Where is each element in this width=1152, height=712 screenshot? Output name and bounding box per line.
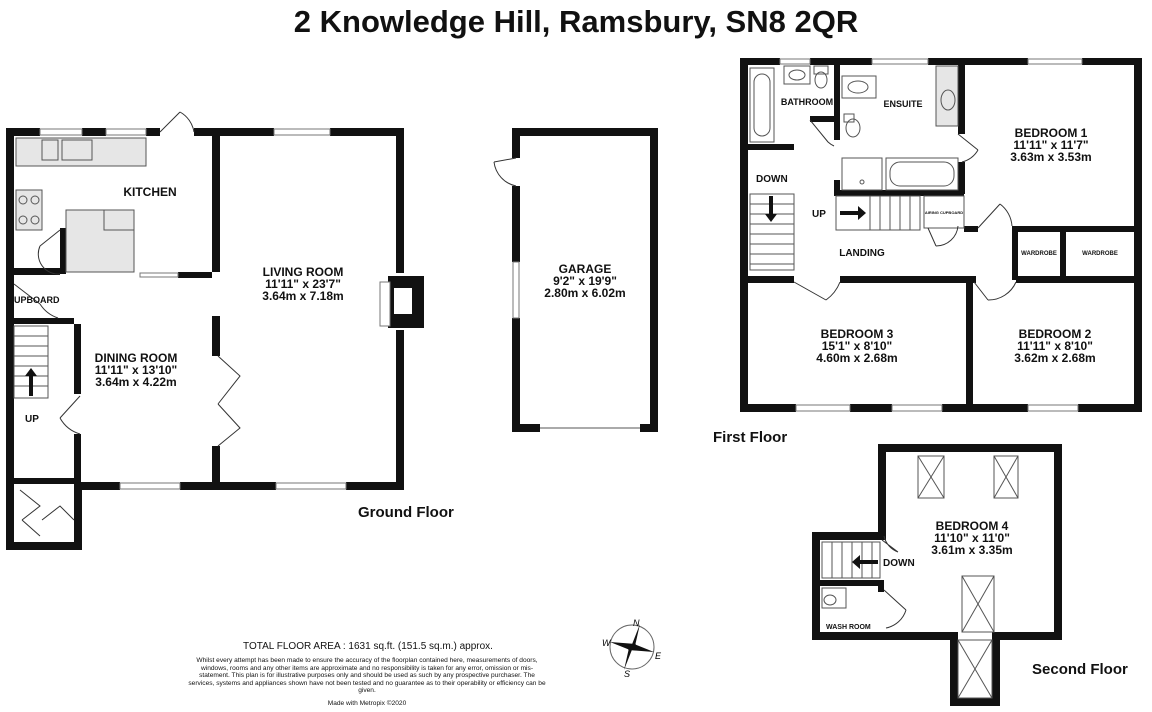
compass-south: S [624,669,630,679]
bedroom4-label: BEDROOM 4 [936,519,1009,533]
wardrobe1-label: WARDROBE [1021,251,1057,257]
ground-floor-plan [6,111,424,550]
second-floor-label: Second Floor [1032,661,1128,678]
first-floor-label: First Floor [713,429,787,446]
ensuite-label: ENSUITE [883,99,922,109]
landing-label: LANDING [839,248,885,259]
bedroom1-metric: 3.63m x 3.53m [1010,150,1091,164]
bedroom4-metric: 3.61m x 3.35m [931,543,1012,557]
page-title: 2 Knowledge Hill, Ramsbury, SN8 2QR [293,4,859,39]
cupboard-label: UPBOARD [14,295,60,305]
bedroom2-label: BEDROOM 2 [1019,327,1092,341]
washroom-label: WASH ROOM [826,624,871,631]
first-stairs-down-label: DOWN [756,174,788,185]
first-floor-plan [740,58,1142,412]
disclaimer-text: Whilst every attempt has been made to en… [188,657,546,695]
dining-room-label: DINING ROOM [95,351,178,365]
bedroom3-imperial: 15'1" x 8'10" [822,339,892,353]
garage-label: GARAGE [559,262,612,276]
bedroom3-label: BEDROOM 3 [821,327,894,341]
living-room-metric: 3.64m x 7.18m [262,289,343,303]
bedroom1-imperial: 11'11" x 11'7" [1013,138,1088,152]
ground-floor-label: Ground Floor [358,504,454,521]
compass-east: E [655,651,662,661]
garage-metric: 2.80m x 6.02m [544,286,625,300]
compass-rose: N E S W [602,618,662,679]
living-room-label: LIVING ROOM [263,265,344,279]
dining-room-imperial: 11'11" x 13'10" [95,363,178,377]
second-floor-plan [812,444,1062,706]
bathroom-label: BATHROOM [781,97,833,107]
garage-plan [493,128,658,432]
first-stairs-up-label: UP [812,209,826,220]
wardrobe2-label: WARDROBE [1082,251,1118,257]
bedroom1-label: BEDROOM 1 [1015,126,1088,140]
dining-room-metric: 3.64m x 4.22m [95,375,176,389]
bedroom3-metric: 4.60m x 2.68m [816,351,897,365]
second-stairs-down-label: DOWN [883,558,915,569]
total-floor-area: TOTAL FLOOR AREA : 1631 sq.ft. (151.5 sq… [243,641,493,652]
living-room-imperial: 11'11" x 23'7" [265,277,341,291]
airing-cupboard-label: AIRING CUPBOARD [925,210,963,215]
compass-west: W [602,638,612,648]
ground-stairs-up-label: UP [25,414,39,425]
compass-north: N [633,618,640,628]
bedroom4-imperial: 11'10" x 11'0" [934,531,1010,545]
metropix-credit: Made with Metropix ©2020 [327,700,407,707]
bedroom2-metric: 3.62m x 2.68m [1014,351,1095,365]
bedroom2-imperial: 11'11" x 8'10" [1017,339,1093,353]
garage-imperial: 9'2" x 19'9" [553,274,617,288]
kitchen-label: KITCHEN [123,185,176,199]
